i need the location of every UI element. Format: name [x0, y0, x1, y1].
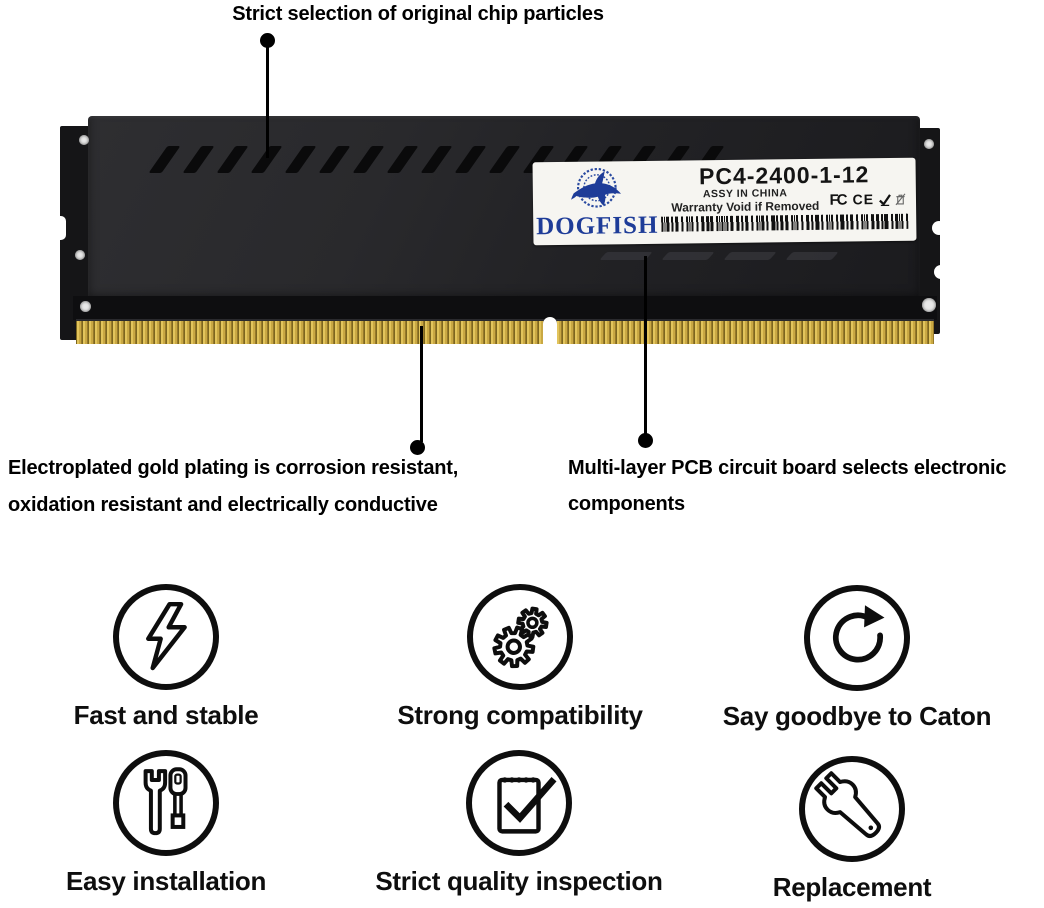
rivet [80, 301, 91, 312]
callout-dot-top [260, 33, 275, 48]
weee-bin-icon [895, 192, 906, 205]
feature-label: Easy installation [65, 866, 267, 896]
callout-dot-pcb [638, 433, 653, 448]
feature-label: Strict quality inspection [375, 866, 663, 896]
certification-marks: FC CE [829, 190, 908, 208]
callout-line-top [266, 46, 269, 158]
feature-label: Strong compatibility [397, 700, 643, 730]
feature-label: Say goodbye to Caton [722, 701, 992, 731]
gears-icon [467, 584, 573, 690]
pcb-left-notch [57, 216, 66, 240]
label-logo-block: DOGFISH [533, 161, 662, 246]
annotation-line: Multi-layer PCB circuit board selects el… [568, 457, 1007, 479]
feature-quality: Strict quality inspection [369, 750, 669, 897]
ram-module: DOGFISH PC4-2400-1-12 ASSY IN CHINA Warr… [57, 114, 948, 345]
feature-label: Fast and stable [73, 700, 259, 730]
rohs-check-icon [879, 193, 891, 206]
model-number: PC4-2400-1-12 [698, 161, 870, 190]
annotation-line: components [568, 493, 685, 515]
annotation-line: oxidation resistant and electrically con… [8, 494, 438, 516]
feature-replacement: Replacement [702, 756, 1002, 903]
callout-dot-gold [410, 440, 425, 455]
feature-installation: Easy installation [16, 750, 316, 897]
rivet [75, 250, 85, 260]
lightning-icon [113, 584, 219, 690]
callout-line-gold [420, 326, 423, 442]
feature-no-lag: Say goodbye to Caton [705, 585, 1009, 732]
annotation-chip-selection: Strict selection of original chip partic… [232, 3, 604, 25]
brand-name: DOGFISH [535, 211, 659, 241]
feature-fast-stable: Fast and stable [16, 584, 316, 731]
rivet [922, 298, 936, 312]
product-label: DOGFISH PC4-2400-1-12 ASSY IN CHINA Warr… [532, 157, 917, 246]
refresh-arrow-icon [804, 585, 910, 691]
callout-line-pcb [644, 256, 647, 436]
warranty-text: Warranty Void if Removed [671, 198, 820, 215]
annotation-line: Electroplated gold plating is corrosion … [8, 457, 459, 479]
edge-notch [932, 221, 946, 235]
feature-compatibility: Strong compatibility [370, 584, 670, 731]
rivet [79, 135, 89, 145]
gold-pins [76, 319, 934, 344]
ce-mark: CE [852, 191, 875, 208]
fcc-mark: FC [829, 191, 846, 209]
wrench-icon [799, 756, 905, 862]
annotation-gold-plating: Electroplated gold plating is corrosion … [8, 450, 458, 524]
edge-notch [934, 265, 948, 279]
feature-label: Replacement [772, 872, 932, 902]
rivet [924, 139, 934, 149]
clipboard-check-icon [466, 750, 572, 856]
pin-key-notch [543, 317, 557, 345]
label-info-block: PC4-2400-1-12 ASSY IN CHINA Warranty Voi… [660, 158, 916, 244]
annotation-pcb: Multi-layer PCB circuit board selects el… [568, 450, 1007, 522]
tools-icon [113, 750, 219, 856]
dogfish-shark-badge-icon [571, 167, 622, 208]
barcode [661, 213, 909, 232]
pcb-bottom-strip [73, 296, 937, 320]
